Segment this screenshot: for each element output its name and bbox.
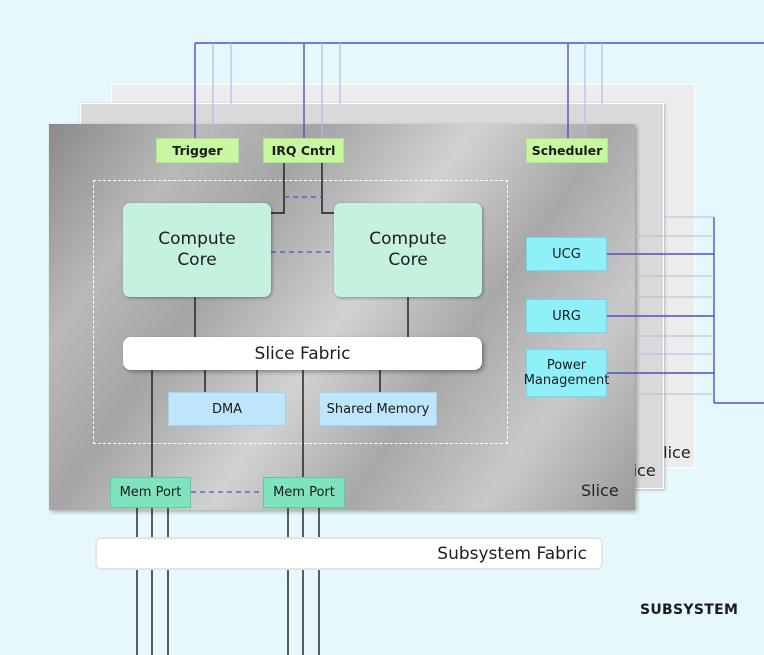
slice-label-main: Slice xyxy=(581,481,619,500)
internal-wires xyxy=(136,162,409,655)
compute-core-2: Compute Core xyxy=(334,203,482,297)
power-management-block: Power Management xyxy=(524,349,609,397)
right-bus-primary xyxy=(607,217,764,404)
trigger-block: Trigger xyxy=(156,138,239,163)
urg-block: URG xyxy=(526,299,607,333)
subsystem-label: SUBSYSTEM xyxy=(640,602,739,618)
top-bus-secondary xyxy=(212,43,603,138)
irq-controller-block: IRQ Cntrl xyxy=(263,138,344,163)
subsystem-fabric: Subsystem Fabric xyxy=(95,537,603,570)
slice-fabric: Slice Fabric xyxy=(123,337,482,370)
scheduler-block: Scheduler xyxy=(526,138,608,163)
dashed-links xyxy=(191,196,334,493)
top-bus-primary xyxy=(194,42,764,138)
dma-block: DMA xyxy=(168,392,286,426)
right-bus-secondary xyxy=(634,216,714,395)
shared-memory-block: Shared Memory xyxy=(319,392,437,426)
compute-region xyxy=(93,180,508,444)
mem-port-1: Mem Port xyxy=(110,477,191,508)
ucg-block: UCG xyxy=(526,237,607,271)
compute-core-1: Compute Core xyxy=(123,203,271,297)
mem-port-2: Mem Port xyxy=(263,477,345,508)
